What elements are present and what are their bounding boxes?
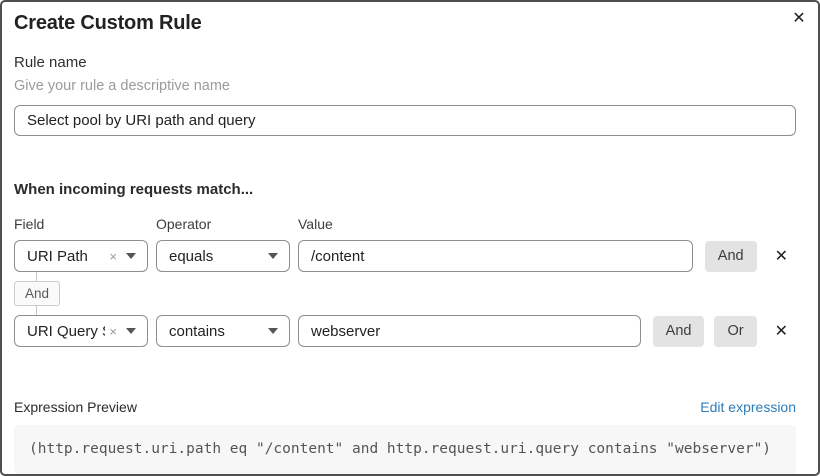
expression-preview-header: Expression Preview Edit expression [14,399,796,415]
connector-line [36,306,37,315]
connector-line [36,272,37,281]
field-select[interactable]: URI Query St... × [14,315,148,347]
chevron-down-icon [268,253,278,259]
rule-name-input[interactable] [14,105,796,136]
rule-name-hint: Give your rule a descriptive name [14,78,230,94]
edit-expression-link[interactable]: Edit expression [700,399,796,415]
field-select-value: URI Query St... [27,322,105,340]
operator-select[interactable]: contains [156,315,290,347]
chevron-down-icon [126,328,136,334]
value-column-label: Value [298,216,333,232]
add-or-condition-button[interactable]: Or [714,315,757,347]
clear-selection-icon[interactable]: × [109,323,117,339]
chevron-down-icon [268,328,278,334]
clear-selection-icon[interactable]: × [109,248,117,264]
operator-column-label: Operator [156,216,212,232]
condition-row: URI Query St... × contains And Or ✕ [14,315,788,347]
expression-code: (http.request.uri.path eq "/content" and… [14,425,796,474]
value-input[interactable] [298,315,641,347]
add-and-condition-button[interactable]: And [652,315,705,347]
and-connector-chip: And [14,281,61,306]
value-input[interactable] [298,240,693,272]
close-icon[interactable]: ✕ [792,10,806,27]
add-and-condition-button[interactable]: And [704,240,757,272]
operator-select-value: equals [169,247,214,265]
column-labels: Field Operator Value [14,216,788,232]
rule-name-label: Rule name [14,54,87,71]
expression-preview-label: Expression Preview [14,399,137,415]
match-heading: When incoming requests match... [14,181,254,198]
field-select[interactable]: URI Path × [14,240,148,272]
chevron-down-icon [126,253,136,259]
condition-row: URI Path × equals And ✕ [14,240,788,272]
field-select-value: URI Path [27,247,88,265]
delete-condition-icon[interactable]: ✕ [774,323,788,340]
delete-condition-icon[interactable]: ✕ [774,248,788,265]
dialog-title: Create Custom Rule [14,12,202,34]
operator-select[interactable]: equals [156,240,290,272]
operator-select-value: contains [169,322,225,340]
rule-name-section: Rule name Give your rule a descriptive n… [14,54,796,136]
field-column-label: Field [14,216,45,232]
